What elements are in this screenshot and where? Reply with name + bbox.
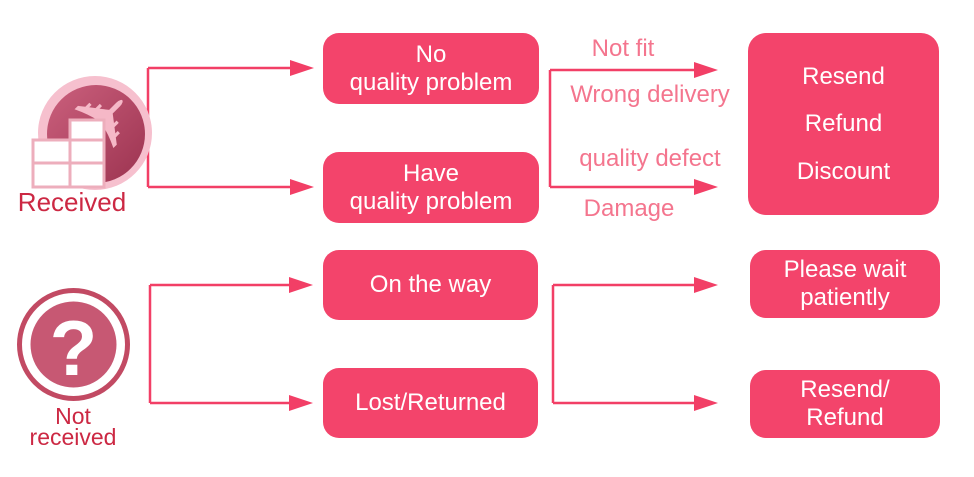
not-received-caption: Not received bbox=[13, 403, 133, 450]
edge-label-not-fit: Not fit bbox=[591, 35, 655, 62]
edge-label-wrong-delivery: Wrong delivery bbox=[570, 81, 730, 108]
box-line: Refund bbox=[804, 110, 883, 137]
flow-box-have-quality-problem: Have quality problem bbox=[323, 152, 539, 223]
box-line: Resend/ bbox=[800, 376, 890, 403]
box-line: Resend bbox=[802, 62, 885, 90]
flow-box-please-wait: Please wait patiently bbox=[750, 250, 940, 318]
flow-box-lost-returned: Lost/Returned bbox=[323, 368, 538, 438]
svg-text:?: ? bbox=[50, 304, 98, 392]
flow-box-no-quality-problem: No quality problem bbox=[323, 33, 539, 104]
received-caption: Received bbox=[12, 187, 132, 217]
airplane-package-icon: ✈ bbox=[30, 67, 160, 203]
flow-box-resend-refund-discount: Resend Refund Discount bbox=[748, 33, 939, 215]
box-line: Discount bbox=[796, 157, 891, 185]
received-caption-text: Received bbox=[17, 187, 127, 217]
flow-box-on-the-way: On the way bbox=[323, 250, 538, 320]
edge-label-damage: Damage bbox=[583, 195, 675, 222]
box-line: Refund bbox=[806, 404, 884, 431]
question-mark-icon: ? bbox=[14, 285, 133, 409]
box-line: No bbox=[415, 40, 447, 68]
box-line: quality problem bbox=[349, 187, 513, 215]
box-line: patiently bbox=[800, 284, 890, 311]
not-received-caption-line: Not bbox=[55, 403, 91, 429]
box-line: Lost/Returned bbox=[355, 389, 506, 416]
box-line: Have bbox=[402, 159, 460, 187]
box-line: Please wait bbox=[783, 256, 907, 283]
box-line: On the way bbox=[369, 271, 492, 298]
flow-box-resend-refund: Resend/ Refund bbox=[750, 370, 940, 438]
box-line: quality problem bbox=[349, 68, 513, 96]
not-received-caption-line: received bbox=[29, 424, 117, 450]
edge-label-quality-defect: quality defect bbox=[579, 145, 721, 172]
